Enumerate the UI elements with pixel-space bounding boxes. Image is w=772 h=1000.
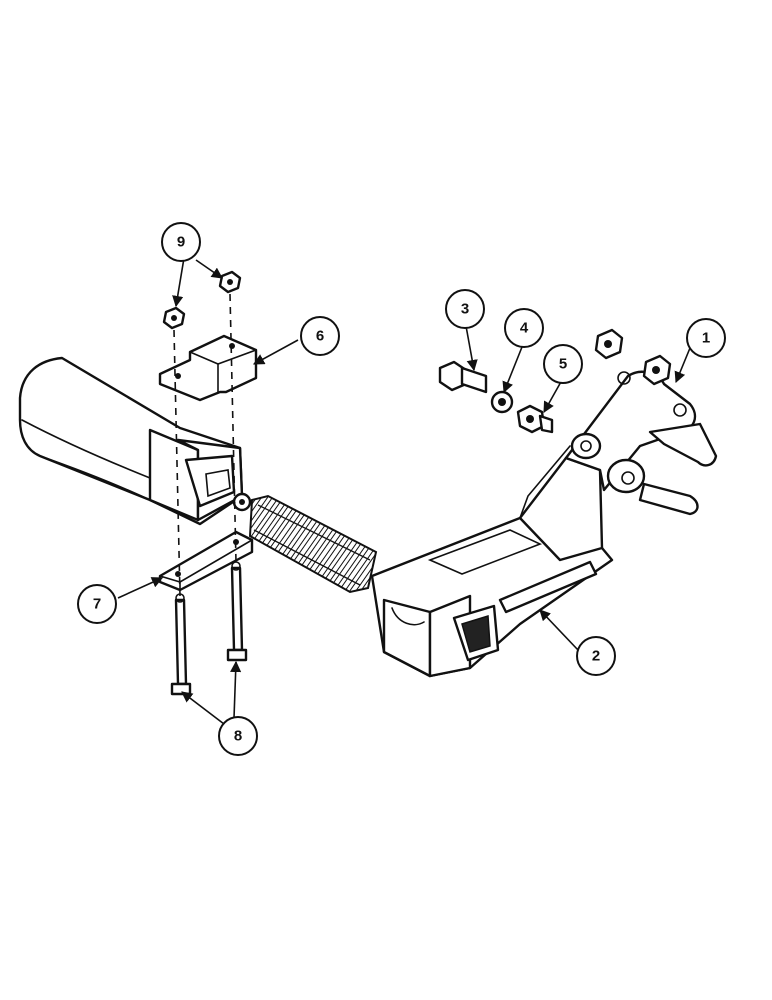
leader-lines xyxy=(117,257,691,725)
nut-part-5 xyxy=(516,404,554,434)
callout-2: 2 xyxy=(576,636,616,676)
nut-part-9-b xyxy=(218,270,242,294)
callout-5-label: 5 xyxy=(559,356,567,373)
callout-1: 1 xyxy=(686,318,726,358)
callout-4-label: 4 xyxy=(520,320,529,337)
alignment-lines xyxy=(173,293,237,597)
callout-3: 3 xyxy=(445,289,485,329)
callout-7-label: 7 xyxy=(93,596,101,613)
bolt-part-8-a xyxy=(170,593,192,696)
callout-1-label: 1 xyxy=(702,330,710,347)
washer-nut-part-4 xyxy=(490,390,514,414)
nut-part-9-a xyxy=(162,306,186,330)
hitch-bracket xyxy=(370,445,614,678)
callout-8-label: 8 xyxy=(234,728,242,745)
callout-7: 7 xyxy=(77,584,117,624)
spring xyxy=(248,494,378,594)
callout-9: 9 xyxy=(161,222,201,262)
bolt-part-8-b xyxy=(226,561,248,662)
callout-8: 8 xyxy=(218,716,258,756)
linkage-assembly xyxy=(564,328,718,516)
callout-5: 5 xyxy=(543,344,583,384)
callout-6: 6 xyxy=(300,316,340,356)
callout-9-label: 9 xyxy=(177,234,185,251)
callout-3-label: 3 xyxy=(461,301,469,318)
callout-6-label: 6 xyxy=(316,328,324,345)
bolt-part-3 xyxy=(438,360,488,394)
callout-4: 4 xyxy=(504,308,544,348)
callout-2-label: 2 xyxy=(592,648,600,665)
drawbar-tube xyxy=(18,356,252,526)
